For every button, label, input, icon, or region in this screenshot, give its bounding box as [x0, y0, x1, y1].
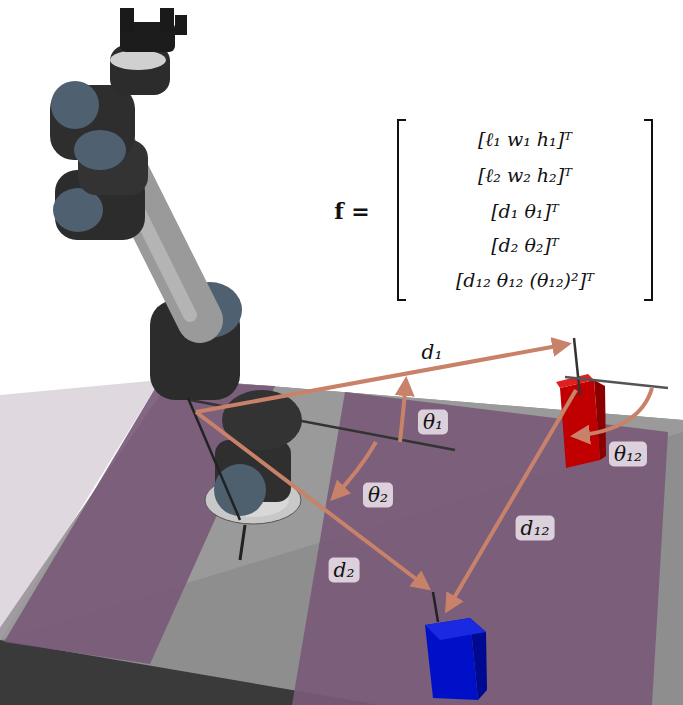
matrix-row: [ℓ₂ w₂ h₂]ᵀ [478, 165, 572, 187]
vector-name: f = [334, 199, 370, 224]
distance-label: d₁₂ [516, 516, 555, 541]
angle-label: θ₂ [363, 483, 393, 508]
matrix-row: [d₂ θ₂]ᵀ [491, 235, 559, 257]
distance-label: d₁ [422, 341, 443, 364]
matrix-row: [d₁ θ₁]ᵀ [491, 201, 559, 223]
angle-label: θ₁ [418, 410, 448, 435]
angle-label: θ₁₂ [609, 442, 647, 467]
distance-label: d₂ [329, 558, 360, 583]
matrix-row: [d₁₂ θ₁₂ (θ₁₂)²]ᵀ [456, 270, 594, 292]
matrix-row: [ℓ₁ w₁ h₁]ᵀ [478, 129, 572, 151]
